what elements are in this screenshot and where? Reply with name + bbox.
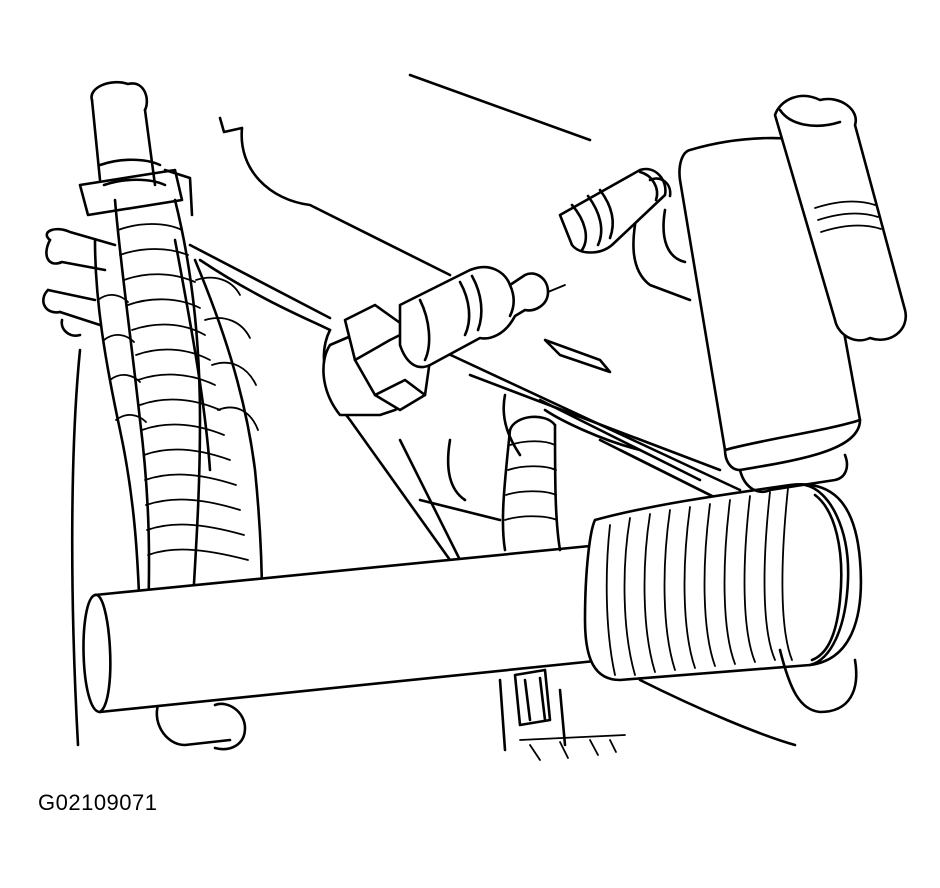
connector [558, 167, 672, 254]
lower-connector [498, 668, 626, 761]
engine-block [70, 73, 742, 747]
air-duct [82, 543, 607, 714]
sensor-body [398, 265, 566, 369]
middle-hose [501, 415, 562, 552]
hose-upper-right [773, 94, 908, 342]
corrugated-boot [583, 482, 863, 747]
figure-code: G02109071 [38, 790, 158, 815]
wiring-harness [78, 80, 264, 622]
hose-left [42, 227, 247, 751]
